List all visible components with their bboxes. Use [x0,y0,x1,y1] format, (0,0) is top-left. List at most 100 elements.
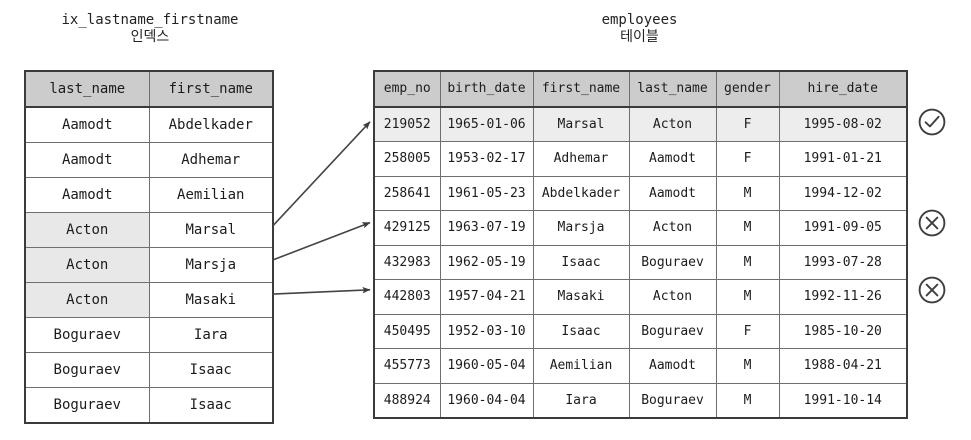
employees-cell-birth-date: 1960-04-04 [439,382,534,419]
employees-cell-birth-date: 1952-03-10 [439,313,534,349]
employees-cell-last-name: Boguraev [628,382,717,419]
employees-cell-emp-no: 450495 [373,313,441,349]
employees-cell-hire-date: 1991-09-05 [778,210,908,246]
index-caption-line1: ix_lastname_firstname [61,12,239,28]
cross-circle-icon [917,208,947,238]
employees-cell-last-name: Acton [628,210,717,246]
employees-cell-gender: M [715,382,780,419]
employees-cell-last-name: Aamodt [628,175,717,211]
employees-cell-last-name: Boguraev [628,313,717,349]
employees-cell-gender: M [715,244,780,280]
employees-cell-emp-no: 219052 [373,106,441,142]
employees-cell-gender: M [715,210,780,246]
employees-cell-last-name: Aamodt [628,141,717,177]
employees-cell-emp-no: 455773 [373,348,441,384]
employees-cell-emp-no: 488924 [373,382,441,419]
employees-cell-emp-no: 258641 [373,175,441,211]
cross-circle-icon [917,275,947,305]
employees-cell-first-name: Iara [532,382,630,419]
index-table-header-row: last_name first_name [24,70,274,108]
index-cell-last-name: Boguraev [24,317,150,353]
index-cell-last-name: Aamodt [24,142,150,178]
employees-cell-first-name: Isaac [532,313,630,349]
employees-cell-birth-date: 1963-07-19 [439,210,534,246]
employees-cell-birth-date: 1957-04-21 [439,279,534,315]
index-to-table-arrow [272,121,371,227]
employees-cell-hire-date: 1985-10-20 [778,313,908,349]
employees-cell-hire-date: 1992-11-26 [778,279,908,315]
employees-col-header-first-name: first_name [532,70,630,108]
index-cell-first-name: Masaki [148,282,274,318]
index-cell-first-name: Abdelkader [148,106,274,143]
employees-cell-hire-date: 1993-07-28 [778,244,908,280]
employees-cell-birth-date: 1962-05-19 [439,244,534,280]
employees-cell-emp-no: 429125 [373,210,441,246]
index-cell-last-name: Boguraev [24,387,150,424]
employees-cell-birth-date: 1961-05-23 [439,175,534,211]
employees-cell-first-name: Masaki [532,279,630,315]
index-cell-last-name: Acton [24,247,150,283]
index-to-table-arrow [272,221,371,261]
employees-cell-birth-date: 1960-05-04 [439,348,534,384]
employees-cell-first-name: Abdelkader [532,175,630,211]
employees-cell-birth-date: 1953-02-17 [439,141,534,177]
employees-col-header-emp-no: emp_no [373,70,441,108]
index-to-table-arrows [272,121,371,295]
index-cell-first-name: Aemilian [148,177,274,213]
employees-cell-emp-no: 432983 [373,244,441,280]
employees-table: emp_no birth_date first_name last_name g… [373,70,908,419]
employees-cell-first-name: Aemilian [532,348,630,384]
employees-cell-gender: F [715,106,780,142]
employees-cell-emp-no: 442803 [373,279,441,315]
employees-cell-last-name: Acton [628,279,717,315]
employees-cell-emp-no: 258005 [373,141,441,177]
index-cell-first-name: Marsja [148,247,274,283]
employees-cell-gender: F [715,313,780,349]
employees-cell-first-name: Marsja [532,210,630,246]
employees-caption: employees 테이블 [373,12,906,45]
index-cell-last-name: Acton [24,282,150,318]
index-caption-line2: 인덱스 [130,28,170,45]
employees-cell-hire-date: 1991-01-21 [778,141,908,177]
employees-cell-last-name: Aamodt [628,348,717,384]
employees-cell-hire-date: 1991-10-14 [778,382,908,419]
employees-col-header-last-name: last_name [628,70,717,108]
employees-col-header-hire-date: hire_date [778,70,908,108]
employees-cell-hire-date: 1995-08-02 [778,106,908,142]
employees-cell-last-name: Acton [628,106,717,142]
index-cell-first-name: Iara [148,317,274,353]
index-caption: ix_lastname_firstname 인덱스 [0,12,300,45]
employees-cell-gender: F [715,141,780,177]
employees-cell-gender: M [715,175,780,211]
employees-caption-line2: 테이블 [620,28,659,45]
check-circle-icon [917,107,947,137]
employees-cell-gender: M [715,348,780,384]
employees-cell-first-name: Marsal [532,106,630,142]
index-cell-last-name: Boguraev [24,352,150,388]
index-cell-first-name: Isaac [148,352,274,388]
index-cell-first-name: Adhemar [148,142,274,178]
employees-cell-first-name: Adhemar [532,141,630,177]
employees-cell-first-name: Isaac [532,244,630,280]
